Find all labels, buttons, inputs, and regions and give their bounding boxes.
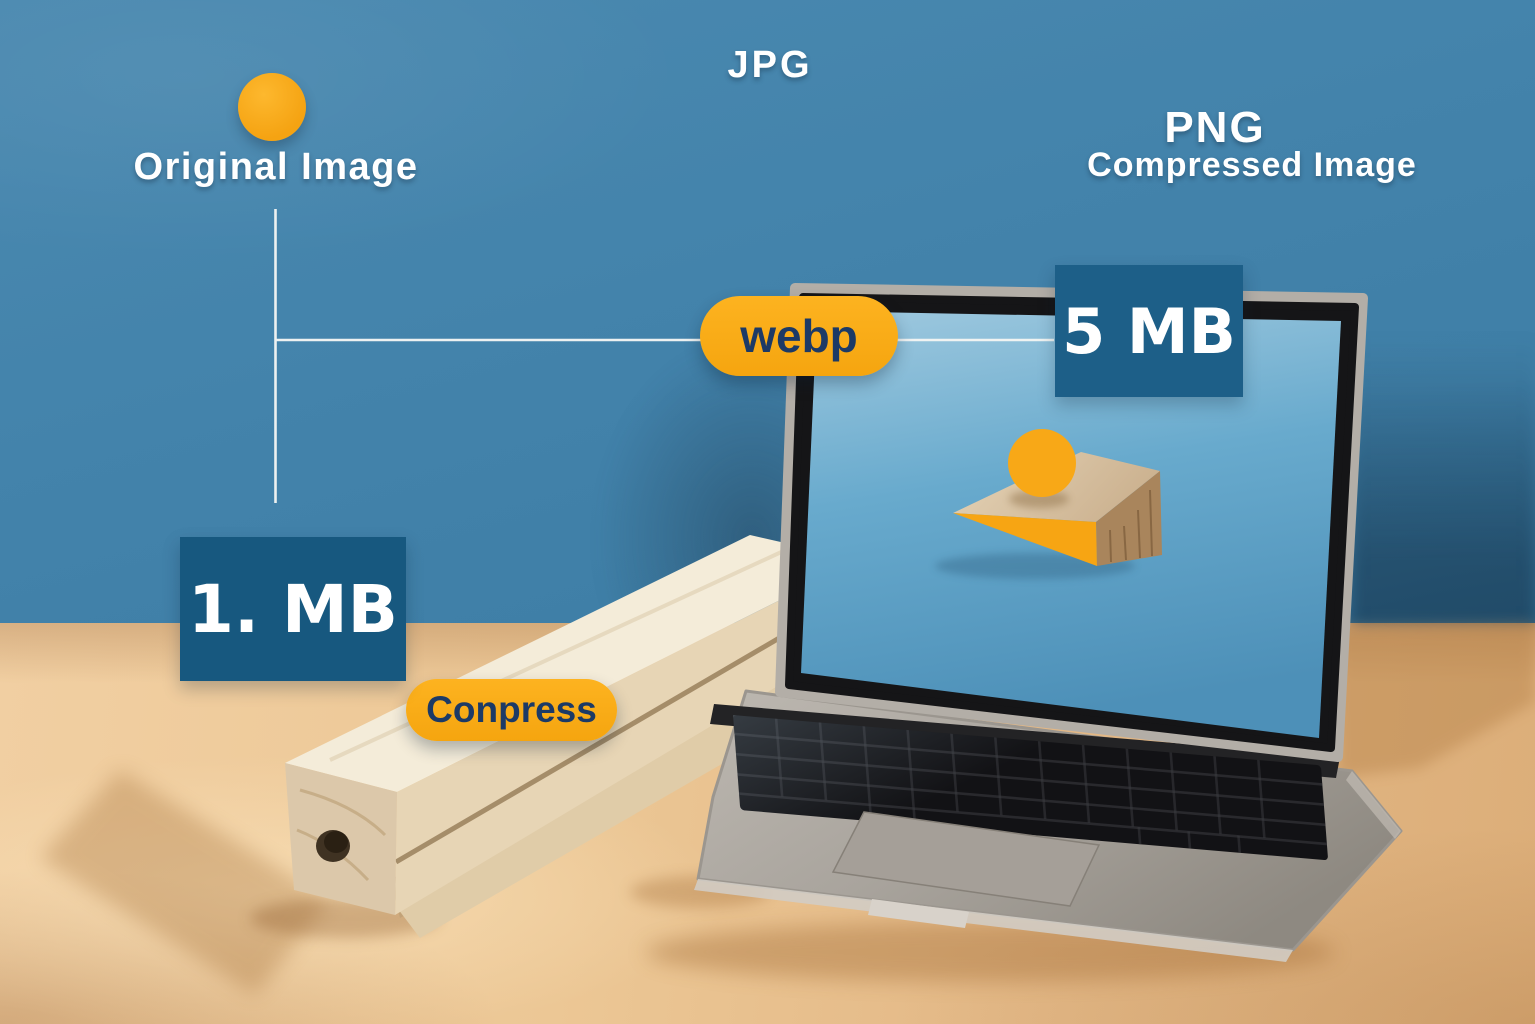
sun-circle-icon	[1008, 429, 1076, 497]
webp-badge: webp	[700, 296, 898, 376]
compressed-image-label: Compressed Image	[1087, 146, 1417, 184]
laptop-right-edge	[1346, 771, 1401, 839]
original-image-label: Original Image	[133, 146, 419, 188]
wood-lower-molding	[395, 665, 838, 938]
image-wedge-icon	[935, 429, 1162, 579]
jpg-label: JPG	[727, 44, 813, 86]
wood-side-face	[395, 560, 860, 915]
laptop-front-notch	[868, 899, 969, 928]
compressed-size-box: 5 MB	[1055, 265, 1243, 397]
original-size-box: 1. MB	[180, 537, 406, 681]
wedge-corrugated-side	[1096, 471, 1162, 566]
wedge-front-face	[953, 513, 1097, 566]
laptop-front-edge	[694, 879, 1293, 962]
connector-lines	[274, 209, 1054, 503]
laptop	[694, 283, 1403, 962]
original-image-dot-icon	[238, 73, 306, 141]
compress-badge: Conpress	[406, 679, 617, 741]
laptop-trackpad	[831, 811, 1101, 907]
laptop-keyboard	[733, 715, 1329, 861]
wooden-block	[285, 535, 860, 938]
png-label: PNG	[1164, 103, 1266, 152]
wood-grain-line	[329, 546, 791, 762]
wall-shadow-right	[1352, 335, 1535, 625]
